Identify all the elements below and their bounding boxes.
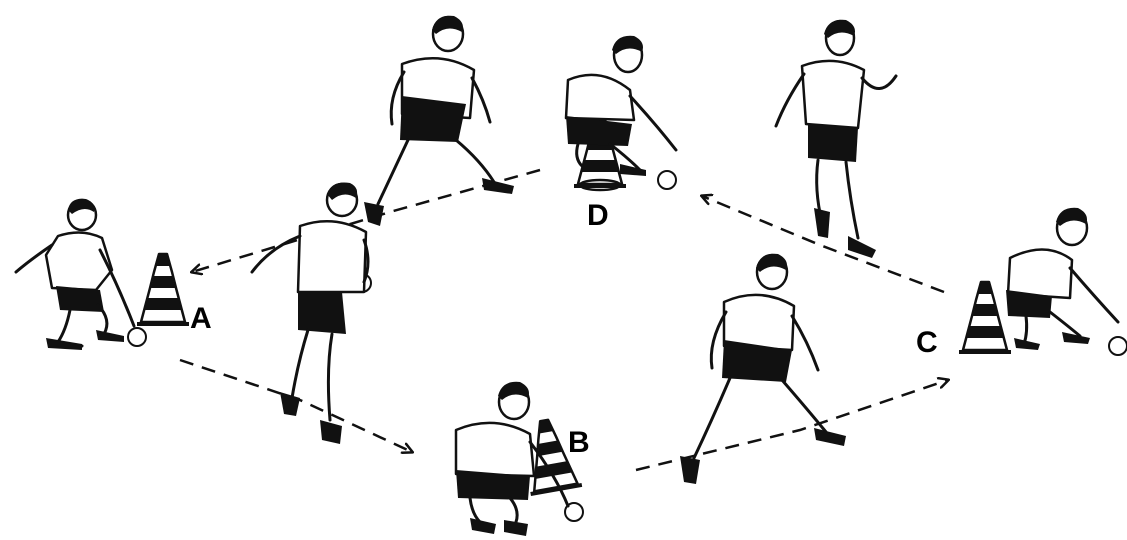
- player-crouching-a-icon: [16, 199, 134, 350]
- label-c: C: [916, 326, 938, 359]
- player-running-a-icon: [252, 182, 368, 444]
- ball-d-icon: [658, 171, 676, 189]
- ball-c-icon: [1109, 337, 1127, 355]
- cone-c-icon: [959, 282, 1011, 354]
- ball-a-icon: [128, 328, 146, 346]
- label-d: D: [587, 199, 609, 232]
- cone-a-icon: [137, 254, 189, 326]
- player-ready-right-icon: [680, 254, 846, 484]
- label-b: B: [568, 426, 590, 459]
- label-a: A: [190, 302, 212, 335]
- player-crouching-d-icon: [566, 36, 676, 176]
- player-crouching-c-icon: [1006, 208, 1118, 350]
- path-arrows: [180, 170, 948, 470]
- player-ready-top-left-icon: [364, 16, 514, 226]
- player-running-top-right-icon: [776, 20, 896, 258]
